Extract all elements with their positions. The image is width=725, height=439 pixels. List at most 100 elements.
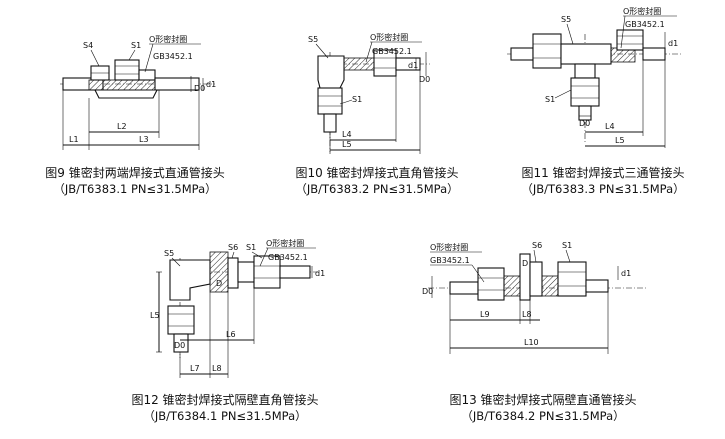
fig11-bottom-tube (578, 105, 592, 121)
fig9-label-oring: O形密封圈 (149, 34, 187, 44)
fig13-label-s1: S1 (562, 241, 572, 250)
fig13-label-s6: S6 (532, 241, 542, 250)
fig9-label-gb: GB3452.1 (153, 52, 193, 61)
fig9-body-lower (94, 89, 158, 99)
fig9-right-tube (154, 77, 200, 91)
fig10-dim-d0: D0 (419, 75, 430, 84)
fig12-dim-l6: L6 (226, 330, 236, 339)
fig9-body-section (88, 79, 160, 91)
fig11-left-nut (532, 33, 562, 69)
fig10-dim-d1: d1 (408, 61, 418, 70)
fig11-nut-s5 (616, 29, 644, 51)
fig12-right-tube (279, 265, 311, 279)
fig13-dim-d: D (522, 259, 528, 268)
fig12-vertical-nut (167, 305, 195, 335)
fig9-dim-l1: L1 (69, 135, 79, 144)
fig10-right-tube (395, 57, 421, 71)
figure-9: S4 S1 O形密封圈 GB3452.1 d1 D0 L1 L2 L3 (55, 28, 220, 158)
fig12-label-s6: S6 (228, 243, 238, 252)
fig12-dim-l5: L5 (150, 311, 160, 320)
fig12-dim-d1: d1 (315, 269, 325, 278)
fig12-dim-l8: L8 (212, 364, 222, 373)
fig11-label-s1: S1 (545, 95, 555, 104)
fig9-hex-end (138, 69, 156, 81)
fig11-dim-d1: d1 (668, 39, 678, 48)
fig10-bottom-tube (323, 113, 337, 133)
fig9-drawing: S4 S1 O形密封圈 GB3452.1 d1 D0 L1 L2 L3 (60, 34, 216, 150)
fig10-vertical-nut (317, 87, 343, 115)
fig13-nut-s1 (557, 261, 587, 297)
fig13-dim-d1: d1 (621, 269, 631, 278)
fig9-dim-d1: d1 (206, 80, 216, 89)
fig10-body-section (343, 57, 375, 71)
fig13-right-tube (585, 279, 609, 293)
fig13-dim-d0: D0 (422, 287, 433, 296)
fig13-standard: （JB/T6384.2 PN≤31.5MPa） (461, 409, 625, 423)
fig12-drawing: S5 S6 S1 O形密封圈 GB3452.1 D d1 D0 L5 L6 L7… (150, 238, 325, 378)
fig11-tee-body (560, 43, 612, 65)
fig9-standard: （JB/T6383.1 PN≤31.5MPa） (53, 182, 217, 196)
fig11-caption: 图11 锥密封焊接式三通管接头 (521, 166, 685, 180)
fig13-dim-l8: L8 (522, 310, 532, 319)
fig9-dim-l3: L3 (139, 135, 149, 144)
fig10-label-s5: S5 (308, 35, 318, 44)
fig11-caption-block: 图11 锥密封焊接式三通管接头 （JB/T6383.3 PN≤31.5MPa） (488, 165, 718, 197)
fig11-branch-neck (574, 63, 596, 79)
fig9-dim-d0: D0 (194, 84, 205, 93)
fig9-caption: 图9 锥密封两端焊接式直通管接头 (45, 166, 225, 180)
figure-12: S5 S6 S1 O形密封圈 GB3452.1 D d1 D0 L5 L6 L7… (150, 238, 350, 386)
fig10-drawing: S5 O形密封圈 GB3452.1 S1 d1 D0 L4 L5 (308, 32, 430, 154)
fig11-left-tube (510, 47, 534, 61)
figure-13: O形密封圈 GB3452.1 S6 S1 D D0 d1 L9 L8 L10 (412, 236, 652, 361)
fig12-caption: 图12 锥密封焊接式隔壁直角管接头 (131, 393, 319, 407)
fig10-label-s1: S1 (352, 95, 362, 104)
fig12-caption-block: 图12 锥密封焊接式隔壁直角管接头 （JB/T6384.1 PN≤31.5MPa… (100, 392, 350, 424)
fig12-elbow (169, 259, 211, 301)
fig13-dim-l9: L9 (480, 310, 490, 319)
fig12-dim-d0: D0 (174, 341, 185, 350)
fig10-elbow (317, 55, 345, 89)
fig11-right-tube (642, 47, 666, 61)
fig12-label-gb: GB3452.1 (268, 253, 308, 262)
fig10-caption: 图10 锥密封焊接式直角管接头 (295, 166, 459, 180)
fig12-dim-l7: L7 (190, 364, 200, 373)
fig11-dim-d0: D0 (579, 119, 590, 128)
fig10-caption-block: 图10 锥密封焊接式直角管接头 （JB/T6383.2 PN≤31.5MPa） (262, 165, 492, 197)
fig11-label-gb: GB3452.1 (625, 20, 665, 29)
fig10-standard: （JB/T6383.2 PN≤31.5MPa） (295, 182, 459, 196)
fig12-locknut-s6 (227, 257, 239, 289)
fig9-dim-l2: L2 (117, 122, 127, 131)
figure-10: S5 O形密封圈 GB3452.1 S1 d1 D0 L4 L5 (300, 22, 435, 157)
fig10-dim-l4: L4 (342, 130, 352, 139)
fig9-nut-s1 (114, 59, 140, 81)
fig12-label-oring: O形密封圈 (266, 238, 304, 248)
fig10-label-oring: O形密封圈 (370, 32, 408, 42)
fig12-label-s1: S1 (246, 243, 256, 252)
fig13-label-gb: GB3452.1 (430, 256, 470, 265)
fig12-nut-s1 (253, 255, 281, 289)
fig11-dim-l5: L5 (615, 136, 625, 145)
fig12-threaded-body (237, 261, 255, 283)
fig13-caption: 图13 锥密封焊接式隔壁直通管接头 (449, 393, 637, 407)
fig12-bottom-tube (173, 333, 189, 353)
fig12-dim-d: D (216, 279, 222, 288)
fig11-dim-l4: L4 (605, 122, 615, 131)
fig11-bottom-nut (570, 77, 600, 107)
fig10-dim-l5: L5 (342, 140, 352, 149)
fig12-label-s5: S5 (164, 249, 174, 258)
fig11-drawing: S5 O形密封圈 GB3452.1 S1 d1 D0 L4 L5 (507, 6, 681, 148)
fig12-standard: （JB/T6384.1 PN≤31.5MPa） (143, 409, 307, 423)
fig13-label-oring: O形密封圈 (430, 242, 468, 252)
fig10-label-gb: GB3452.1 (372, 47, 412, 56)
fig13-left-nut (477, 267, 505, 301)
fig9-caption-block: 图9 锥密封两端焊接式直通管接头 （JB/T6383.1 PN≤31.5MPa） (20, 165, 250, 197)
fig13-dim-l10: L10 (524, 338, 539, 347)
figure-11: S5 O形密封圈 GB3452.1 S1 d1 D0 L4 L5 (505, 4, 685, 154)
fig13-drawing: O形密封圈 GB3452.1 S6 S1 D D0 d1 L9 L8 L10 (422, 241, 646, 354)
fig13-left-tube (449, 281, 479, 295)
fig11-standard: （JB/T6383.3 PN≤31.5MPa） (521, 182, 685, 196)
fig13-caption-block: 图13 锥密封焊接式隔壁直通管接头 （JB/T6384.2 PN≤31.5MPa… (418, 392, 668, 424)
fig9-label-s1: S1 (131, 41, 141, 50)
fig9-label-s4: S4 (83, 41, 93, 50)
fig11-label-oring: O形密封圈 (623, 6, 661, 16)
